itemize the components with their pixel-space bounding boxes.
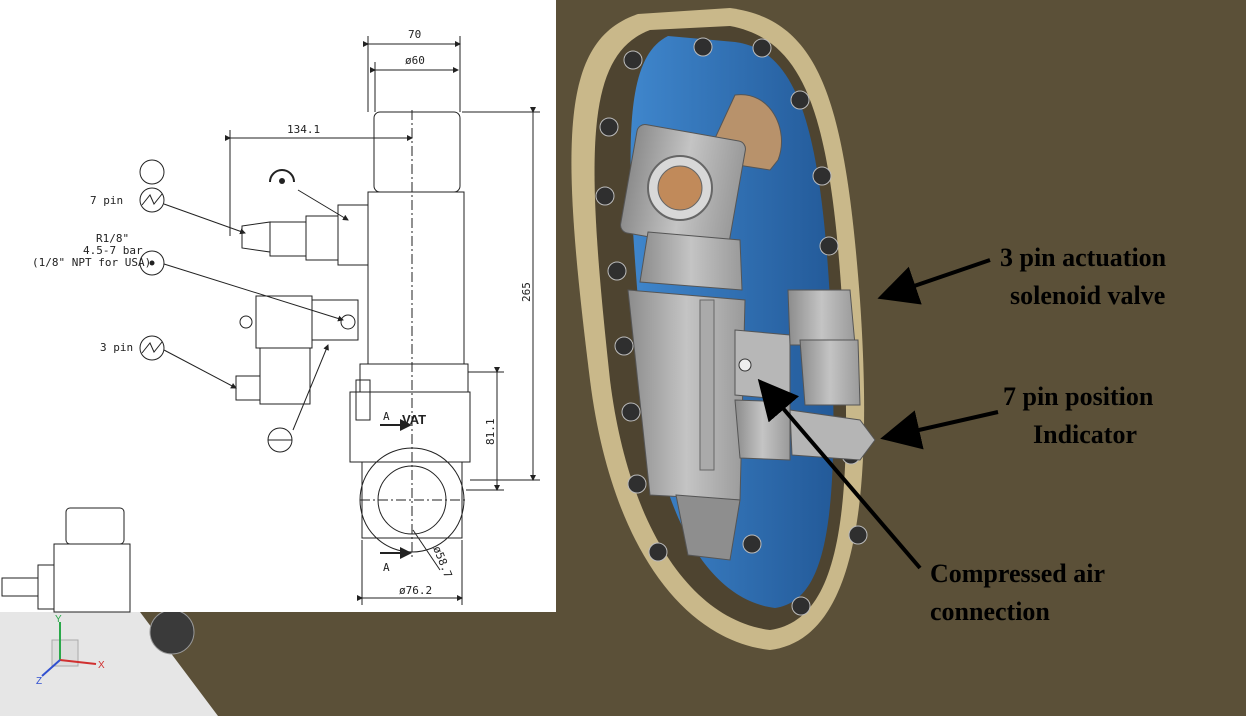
callout-actuation-line1: 3 pin actuation <box>1000 243 1167 272</box>
axis-triad-icon[interactable]: Y X Z <box>36 614 105 687</box>
label-3-pin: 3 pin <box>100 341 133 354</box>
viewport-corner: Y X Z <box>0 609 218 716</box>
callout-position-line1: 7 pin position <box>1003 382 1154 411</box>
axis-y-label: Y <box>55 614 62 625</box>
label-air-line2: 4.5-7 bar <box>83 244 143 257</box>
axis-z-label: Z <box>36 676 42 687</box>
technical-drawing: 70 ø60 134.1 265 81.1 ø58.7 ø76.2 7 pin … <box>0 0 556 613</box>
label-air-line1: R1/8" <box>96 232 129 245</box>
section-label-top: A <box>383 410 390 423</box>
dim-body-diameter: ø60 <box>405 54 425 67</box>
frame-bolts <box>595 37 868 616</box>
dim-height-total: 265 <box>520 282 533 302</box>
callout-air-line2: connection <box>930 597 1050 626</box>
valve-model <box>620 94 876 561</box>
bolt-icon <box>149 609 195 655</box>
label-7-pin: 7 pin <box>90 194 123 207</box>
actuation-arrow <box>877 258 991 305</box>
dim-flange-diameter: ø76.2 <box>399 584 432 597</box>
section-label-bottom: A <box>383 561 390 574</box>
dim-width-total: 70 <box>408 28 421 41</box>
position-arrow <box>880 410 999 450</box>
inset-sketch <box>1 507 131 613</box>
callout-position-line2: Indicator <box>1033 420 1137 449</box>
dim-flange-height: 81.1 <box>484 419 497 446</box>
callout-actuation-line2: solenoid valve <box>1010 281 1165 310</box>
brand-logo: VAT <box>402 412 426 427</box>
air-arrow <box>757 378 922 570</box>
dim-offset: 134.1 <box>287 123 320 136</box>
axis-x-label: X <box>98 660 105 671</box>
callout-air-line1: Compressed air <box>930 559 1105 588</box>
label-air-line3: (1/8" NPT for USA) <box>32 256 151 269</box>
